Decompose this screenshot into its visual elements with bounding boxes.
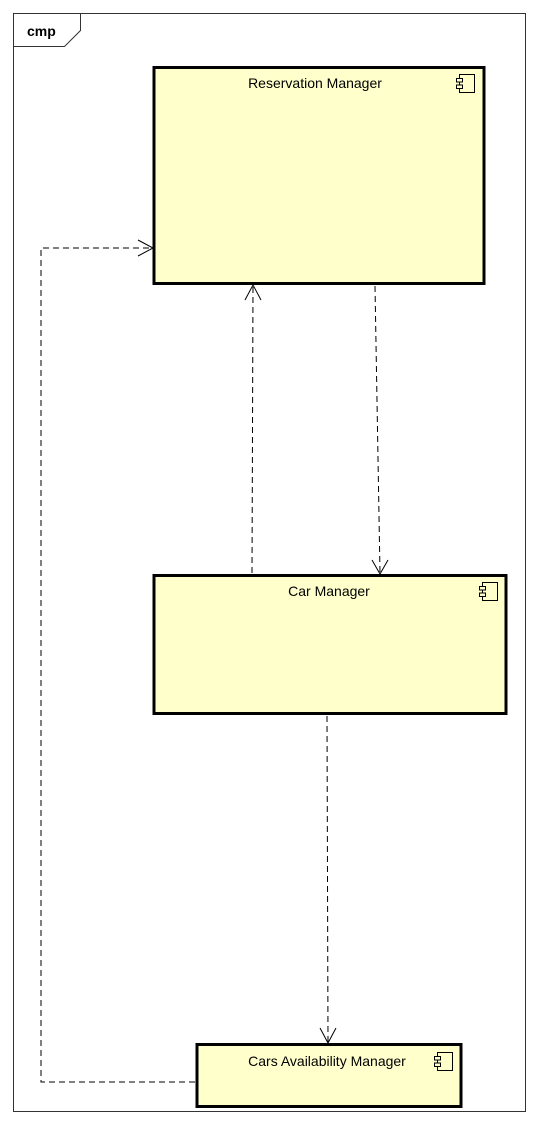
dependency-availability-to-reservation[interactable] (40, 239, 195, 1083)
component-icon (456, 74, 475, 93)
component-icon (479, 582, 498, 601)
component-icon (434, 1052, 453, 1071)
dependency-line (326, 715, 329, 1043)
dependency-line (40, 247, 195, 1083)
open-arrowhead (137, 239, 155, 257)
car-manager-box (152, 574, 508, 715)
reservation-manager-label: Reservation Manager (248, 75, 382, 91)
frame-label: cmp (27, 23, 56, 39)
component-cars-availability-manager[interactable]: Cars Availability Manager (195, 1043, 463, 1108)
frame-label-tab (13, 13, 81, 47)
cars-availability-manager-box (195, 1043, 463, 1108)
open-arrowhead (244, 283, 262, 301)
dependency-line (374, 285, 381, 574)
reservation-manager-box (152, 66, 486, 285)
dependency-car-to-availability[interactable] (319, 715, 337, 1045)
car-manager-label: Car Manager (288, 583, 370, 599)
dependency-reservation-to-car[interactable] (371, 285, 389, 576)
cars-availability-manager-label: Cars Availability Manager (248, 1053, 406, 1069)
dependency-car-to-reservation[interactable] (244, 283, 262, 574)
dependency-line (251, 285, 254, 574)
open-arrowhead (319, 1027, 337, 1045)
open-arrowhead (371, 559, 389, 576)
component-car-manager[interactable]: Car Manager (152, 574, 508, 715)
component-reservation-manager[interactable]: Reservation Manager (152, 66, 486, 285)
